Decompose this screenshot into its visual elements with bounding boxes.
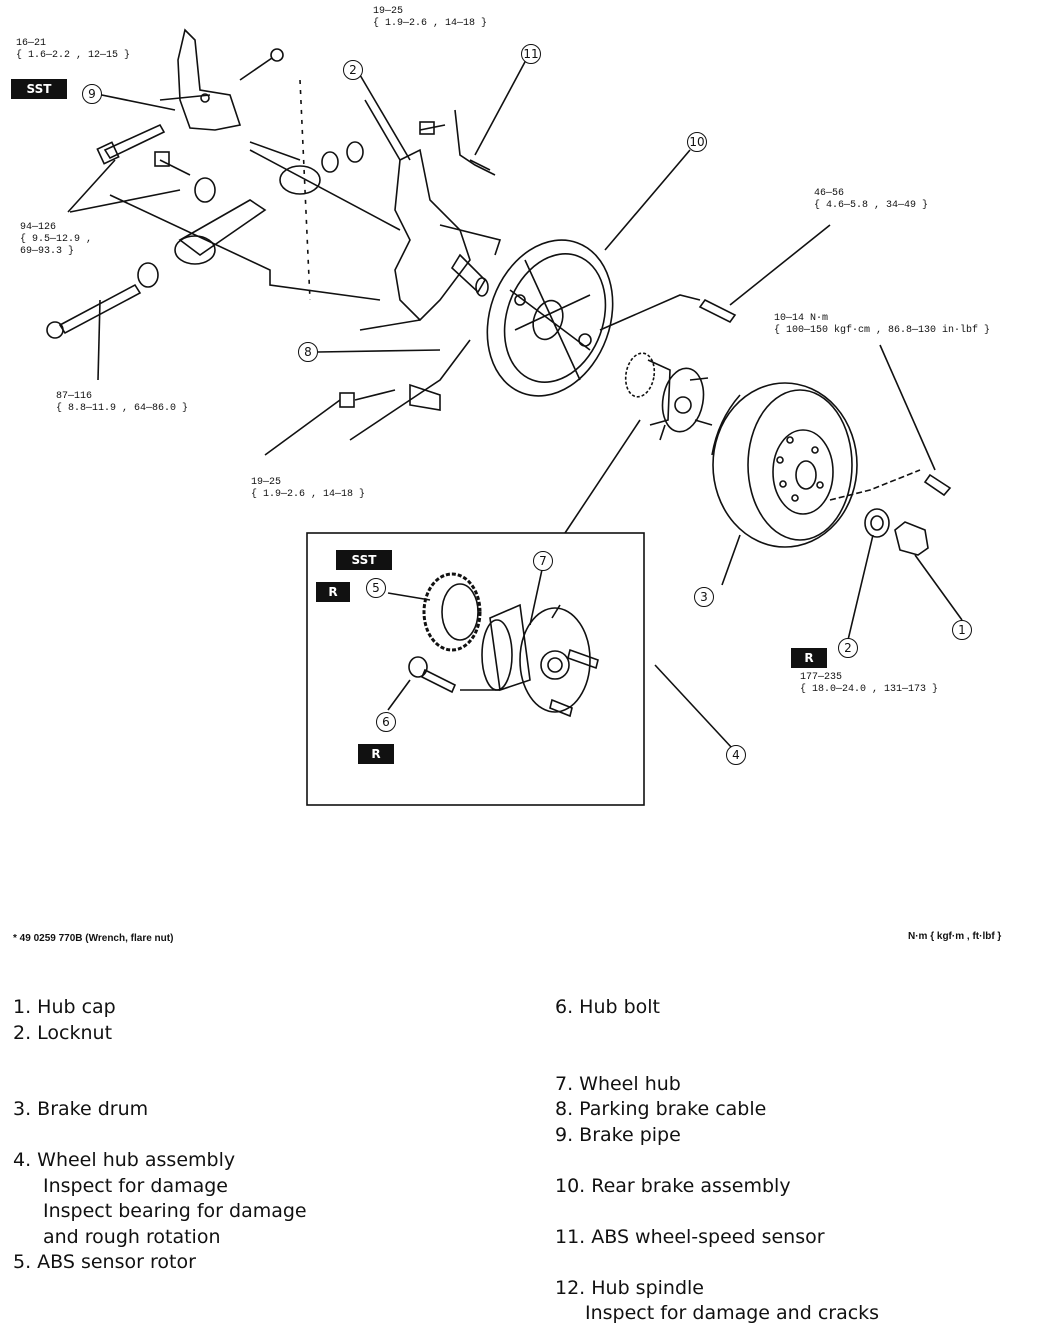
brake-drum: [711, 382, 858, 548]
locknut: [864, 508, 890, 538]
legend-subitem: and rough rotation: [43, 1225, 221, 1248]
bushing-1: [279, 165, 321, 195]
hub-spindle: [450, 253, 487, 294]
callout-2: 2: [838, 638, 858, 658]
callout-3: 3: [694, 587, 714, 607]
legend-item: 1. Hub cap: [13, 996, 116, 1018]
legend-item: 8. Parking brake cable: [555, 1098, 767, 1120]
lower-arm: [178, 199, 267, 256]
legend-left: 1. Hub cap 2. Locknut 3. Brake drum 4. W…: [13, 995, 513, 1276]
replace-tag-locknut: R: [791, 648, 827, 668]
legend-subitem: Inspect for damage: [43, 1174, 228, 1197]
legend-item: 5. ABS sensor rotor: [13, 1251, 196, 1273]
legend-right: 6. Hub bolt 7. Wheel hub 8. Parking brak…: [555, 995, 1045, 1327]
sst-tag: SST: [11, 79, 67, 99]
torque-locknut: 177—235 { 18.0—24.0 , 131—173 }: [800, 672, 939, 695]
knuckle: [394, 148, 471, 322]
rear-brake-backing-plate: [486, 239, 701, 397]
callout-5: 5: [366, 578, 386, 598]
torque-drum-bolt: 10—14 N·m { 100—150 kgf·cm , 86.8—130 in…: [774, 313, 991, 336]
parking-brake-cable: [349, 339, 471, 441]
wheel-hub: [481, 603, 599, 718]
callout-9: 9: [82, 84, 102, 104]
callout-1: 1: [952, 620, 972, 640]
wheel-hub-assembly-preview: [624, 352, 713, 441]
torque-cable-bolt: 19—25 { 1.9—2.6 , 14—18 }: [251, 477, 366, 500]
callout-8: 8: [298, 342, 318, 362]
callout-12: 2: [343, 60, 363, 80]
torque-sensor-bolt: 19—25 { 1.9—2.6 , 14—18 }: [373, 6, 488, 29]
legend-subitem: Inspect for damage and cracks: [585, 1302, 880, 1324]
abs-sensor-rotor: [422, 572, 482, 652]
legend-item: 10. Rear brake assembly: [555, 1174, 791, 1197]
callout-4: 4: [726, 745, 746, 765]
arm-bracket: [177, 28, 242, 131]
callout-7: 7: [533, 551, 553, 571]
legend-item: 12. Hub spindle: [555, 1276, 704, 1299]
torque-arm-bolts: 94—126 { 9.5—12.9 , 69—93.3 }: [20, 222, 93, 257]
torque-backing-plate: 46—56 { 4.6—5.8 , 34—49 }: [814, 188, 929, 211]
bolt-upper: [103, 123, 166, 160]
sst-footnote: * 49 0259 770B (Wrench, flare nut): [13, 933, 174, 944]
bushing-2: [174, 235, 216, 265]
inset-frame: [306, 532, 645, 806]
legend-item: 2. Locknut: [13, 1021, 113, 1044]
replace-tag-rotor: R: [316, 582, 350, 602]
callout-11: 11: [521, 44, 541, 64]
replace-tag-hub-bolt: R: [358, 744, 394, 764]
legend-item: 6. Hub bolt: [555, 996, 661, 1018]
sst-tag-inset: SST: [336, 550, 392, 570]
torque-long-bolt: 87—116 { 8.8—11.9 , 64—86.0 }: [56, 391, 189, 414]
hub-cap: [894, 521, 929, 556]
legend-item: 4. Wheel hub assembly: [13, 1149, 236, 1171]
torque-hub-pipe: 16—21 { 1.6—2.2 , 12—15 }: [16, 38, 131, 61]
bolt-mid: [159, 159, 191, 176]
legend-item: 11. ABS wheel-speed sensor: [555, 1225, 825, 1248]
callout-10: 10: [687, 132, 707, 152]
callout-6: 6: [376, 712, 396, 732]
units-footnote: N·m { kgf·m , ft·lbf }: [908, 931, 1002, 942]
exploded-diagram: [46, 28, 963, 806]
legend-subitem: Inspect bearing for damage: [43, 1200, 307, 1222]
legend-item: 3. Brake drum: [13, 1098, 149, 1120]
legend-item: 9. Brake pipe: [555, 1123, 681, 1146]
brake-pipe-fitting: [200, 93, 210, 103]
abs-sensor-lead: [454, 109, 496, 176]
legend-item: 7. Wheel hub: [555, 1072, 681, 1095]
